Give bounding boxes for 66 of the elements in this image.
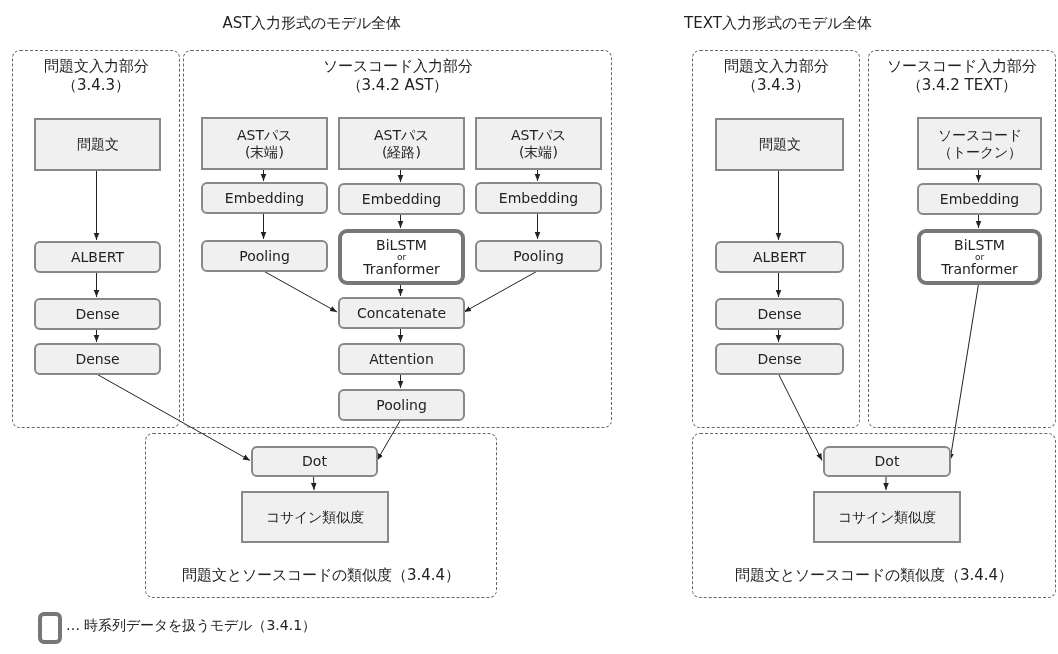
arrow — [310, 475, 317, 491]
layer-box: ALBERT — [715, 241, 844, 273]
layer-box: Pooling — [475, 240, 602, 272]
model-box: BiLSTM or Tranformer — [917, 229, 1042, 285]
legend-text: … 時系列データを扱うモデル（3.4.1） — [66, 617, 317, 635]
group-frame — [868, 50, 1056, 428]
arrow — [397, 327, 404, 343]
arrow — [975, 168, 982, 183]
arrow — [260, 212, 267, 240]
input-box: ASTパス(経路) — [338, 117, 465, 170]
layer-box: Dense — [34, 298, 161, 330]
arrow — [534, 168, 541, 182]
layer-box: Concatenate — [338, 297, 465, 329]
group-heading: 問題文とソースコードの類似度（3.4.4） — [180, 566, 462, 585]
group-heading: ソースコード入力部分（3.4.2 AST） — [321, 57, 474, 95]
arrow — [397, 213, 404, 229]
arrow — [463, 270, 538, 313]
input-box: コサイン類似度 — [813, 491, 961, 543]
arrow — [883, 475, 889, 491]
layer-box: Embedding — [201, 182, 328, 214]
group-frame — [145, 433, 497, 598]
layer-box: Pooling — [338, 389, 465, 421]
layer-box: Dot — [823, 446, 951, 477]
group-frame — [183, 50, 612, 428]
layer-box: Dot — [251, 446, 378, 477]
arrow — [778, 373, 823, 461]
panel-heading: AST入力形式のモデル全体 — [222, 14, 402, 33]
group-heading: 問題文とソースコードの類似度（3.4.4） — [733, 566, 1015, 585]
layer-box: Embedding — [338, 183, 465, 215]
group-frame — [12, 50, 180, 428]
arrow — [260, 168, 267, 182]
arrow — [397, 168, 404, 183]
arrow — [96, 373, 251, 461]
arrow — [775, 169, 782, 241]
arrow — [93, 271, 100, 298]
group-heading: 問題文入力部分（3.4.3） — [722, 57, 830, 95]
group-heading: 問題文入力部分（3.4.3） — [42, 57, 150, 95]
input-box: ASTパス(末端) — [475, 117, 602, 170]
layer-box: Dense — [715, 298, 844, 330]
input-box: ASTパス(末端) — [201, 117, 328, 170]
arrow — [775, 328, 782, 343]
input-box: 問題文 — [34, 118, 161, 171]
arrow — [93, 328, 100, 343]
layer-box: ALBERT — [34, 241, 161, 273]
group-frame — [692, 50, 860, 428]
layer-box: Pooling — [201, 240, 328, 272]
arrow — [263, 270, 338, 313]
arrow — [93, 169, 100, 241]
model-box: BiLSTM or Tranformer — [338, 229, 465, 285]
layer-box: Dense — [34, 343, 161, 375]
arrow — [975, 213, 982, 229]
layer-box: Embedding — [475, 182, 602, 214]
arrow — [397, 283, 404, 297]
group-heading: ソースコード入力部分（3.4.2 TEXT） — [886, 57, 1038, 95]
layer-box: Embedding — [917, 183, 1042, 215]
input-box: 問題文 — [715, 118, 844, 171]
arrow — [534, 212, 541, 240]
layer-box: Dense — [715, 343, 844, 375]
arrow — [775, 271, 782, 298]
input-box: コサイン類似度 — [241, 491, 389, 543]
group-frame — [692, 433, 1056, 598]
arrow — [376, 419, 401, 461]
arrow — [397, 373, 404, 389]
panel-heading: TEXT入力形式のモデル全体 — [684, 14, 872, 33]
input-box: ソースコード（トークン） — [917, 117, 1042, 170]
layer-box: Attention — [338, 343, 465, 375]
